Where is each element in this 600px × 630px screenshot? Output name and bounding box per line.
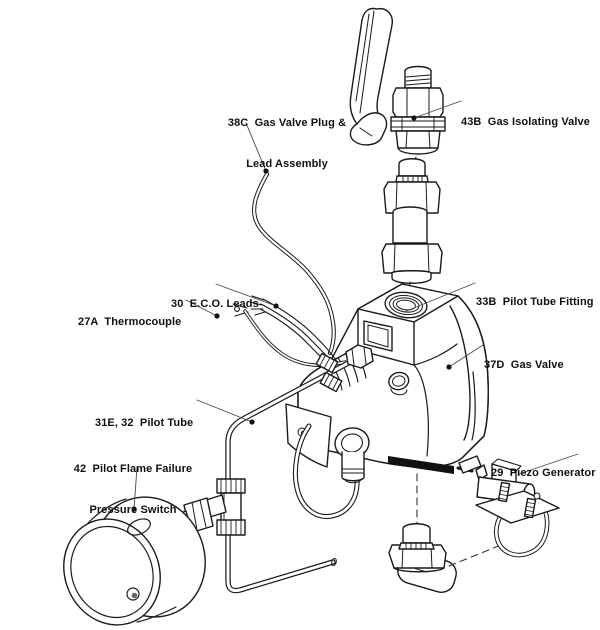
- callout-30-line1: 30 E.C.O. Leads: [171, 298, 259, 310]
- callout-42-line2: Pressure Switch: [89, 503, 177, 516]
- leader-42: [133, 466, 138, 510]
- leader-38c: [245, 122, 267, 172]
- callout-43b-line1: 43B Gas Isolating Valve: [461, 116, 590, 128]
- bottom-fitting-drawing: [388, 523, 457, 593]
- leader-lines: [133, 100, 579, 510]
- leader-30: [215, 283, 277, 307]
- pilot-tube-fitting-hex: [345, 344, 374, 369]
- valve-body: [390, 65, 446, 165]
- elbow-fitting: [334, 427, 370, 484]
- leader-37d: [448, 344, 484, 368]
- callout-42-line1: 42 Pilot Flame Failure: [73, 463, 193, 475]
- callout-33b-line1: 33B Pilot Tube Fitting: [476, 296, 594, 308]
- callout-27a: 27A Thermocouple: [78, 289, 181, 343]
- valve-lever-handle: [349, 7, 393, 146]
- callout-27a-line1: 27A Thermocouple: [78, 316, 182, 328]
- callout-38c-line1: 38C Gas Valve Plug &: [227, 117, 347, 129]
- callout-33b: 33B Pilot Tube Fitting: [476, 269, 594, 323]
- callout-37d-line1: 37D Gas Valve: [484, 359, 564, 371]
- callout-38c-line2: Lead Assembly: [246, 157, 328, 170]
- gas-valve-plug-lead-wire: [252, 171, 336, 356]
- leader-27a: [185, 299, 218, 317]
- alignment-dashed-line-diagonal: [448, 544, 502, 567]
- callout-38c: 38C Gas Valve Plug & Lead Assembly: [214, 90, 360, 185]
- callout-31e-32: 31E, 32 Pilot Tube: [95, 390, 193, 444]
- leader-43b: [413, 100, 462, 119]
- leader-33b: [403, 282, 476, 313]
- gas-isolating-valve-drawing: [349, 7, 446, 165]
- leader-29: [518, 453, 579, 475]
- callout-42: 42 Pilot Flame Failure Pressure Switch: [63, 436, 203, 531]
- callout-29: 29 Piezo Generator: [491, 440, 596, 494]
- spade-connectors: [315, 352, 343, 393]
- leader-31e: [196, 399, 253, 423]
- union-fitting-drawing: [381, 158, 443, 297]
- leader-dots: [131, 115, 452, 512]
- callout-37d: 37D Gas Valve: [484, 332, 564, 386]
- callout-43b: 43B Gas Isolating Valve: [461, 89, 590, 143]
- piezo-generator-drawing: [458, 455, 560, 558]
- callout-29-line1: 29 Piezo Generator: [491, 467, 596, 479]
- pressure-switch-drawing: [63, 496, 206, 626]
- threaded-boss: [388, 371, 410, 391]
- callout-31e-32-line1: 31E, 32 Pilot Tube: [95, 417, 194, 429]
- callout-30: 30 E.C.O. Leads: [171, 271, 259, 325]
